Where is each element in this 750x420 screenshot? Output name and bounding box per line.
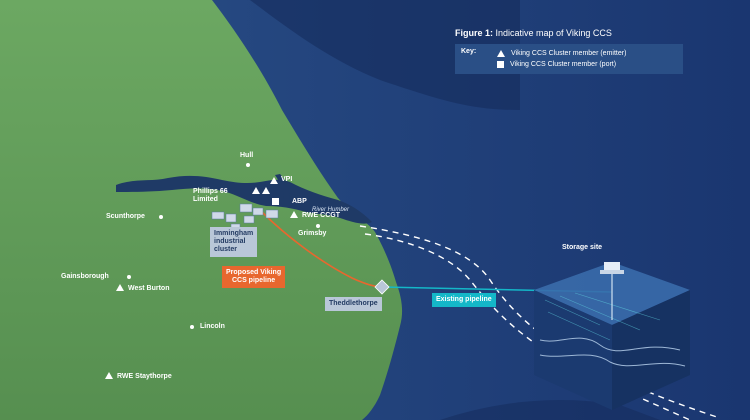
map-legend: Figure 1: Indicative map of Viking CCS K… bbox=[455, 28, 683, 74]
place-gainsborough: Gainsborough bbox=[61, 273, 109, 280]
legend-item-label: Viking CCS Cluster member (port) bbox=[510, 61, 617, 68]
place-abp: ABP bbox=[292, 198, 307, 205]
place-west-burton: West Burton bbox=[128, 285, 170, 292]
place-scunthorpe: Scunthorpe bbox=[106, 213, 145, 220]
west-burton-triangle-icon bbox=[116, 284, 124, 291]
place-grimsby: Grimsby bbox=[298, 230, 327, 237]
legend-items: Viking CCS Cluster member (emitter) Viki… bbox=[497, 48, 626, 70]
place-rwe-ccgt: RWE CCGT bbox=[302, 212, 340, 219]
place-lincoln: Lincoln bbox=[200, 323, 225, 330]
existing-pipeline-dashed-b bbox=[364, 233, 691, 420]
legend-item-port: Viking CCS Cluster member (port) bbox=[497, 59, 626, 70]
scunthorpe-dot-icon bbox=[159, 215, 163, 219]
figure-title-text: Indicative map of Viking CCS bbox=[493, 28, 612, 38]
hull-dot-icon bbox=[246, 163, 250, 167]
storage-site-cube bbox=[534, 262, 690, 410]
humber-estuary bbox=[116, 175, 372, 224]
theddlethorpe-terminal bbox=[374, 279, 390, 295]
dark-sea-north bbox=[250, 0, 520, 110]
rwe-staythorpe-triangle-icon bbox=[105, 372, 113, 379]
rwe-ccgt-triangle-icon bbox=[290, 211, 298, 218]
place-river-humber: River Humber bbox=[312, 207, 350, 213]
land bbox=[0, 0, 403, 420]
legend-item-emitter: Viking CCS Cluster member (emitter) bbox=[497, 48, 626, 59]
figure-number: Figure 1: bbox=[455, 28, 494, 38]
theddlethorpe-label: Theddlethorpe bbox=[325, 297, 382, 311]
figure-title: Figure 1: Indicative map of Viking CCS bbox=[455, 28, 683, 38]
legend-key-label: Key: bbox=[461, 48, 477, 55]
abp-square-icon bbox=[272, 198, 279, 205]
lincoln-dot-icon bbox=[190, 325, 194, 329]
storage-site-label: Storage site bbox=[562, 244, 603, 251]
square-icon bbox=[497, 61, 504, 68]
legend-key-box: Key: Viking CCS Cluster member (emitter)… bbox=[455, 44, 683, 74]
legend-item-label: Viking CCS Cluster member (emitter) bbox=[511, 50, 627, 57]
place-rwe-staythorpe: RWE Staythorpe bbox=[117, 373, 172, 380]
phillips-66-triangle-icon bbox=[252, 187, 260, 194]
triangle-icon bbox=[497, 50, 505, 57]
grimsby-dot-icon bbox=[316, 224, 320, 228]
vpi-triangle-icon bbox=[270, 177, 278, 184]
proposed-viking-pipeline bbox=[261, 211, 383, 288]
phillips-66-triangle-icon-2 bbox=[262, 187, 270, 194]
proposed-pipeline-label: Proposed Viking CCS pipeline bbox=[222, 266, 286, 288]
existing-pipeline-dashed-a bbox=[359, 225, 721, 419]
gainsborough-dot-icon bbox=[127, 275, 131, 279]
immingham-cluster-label: Immingham industrial cluster bbox=[210, 227, 258, 257]
place-vpi: VPI bbox=[281, 176, 293, 183]
place-phillips-66: Phillips 66 Limited bbox=[193, 188, 228, 203]
estuary-arm bbox=[275, 174, 290, 200]
place-hull: Hull bbox=[240, 152, 254, 159]
existing-pipeline-label: Existing pipeline bbox=[432, 293, 496, 307]
